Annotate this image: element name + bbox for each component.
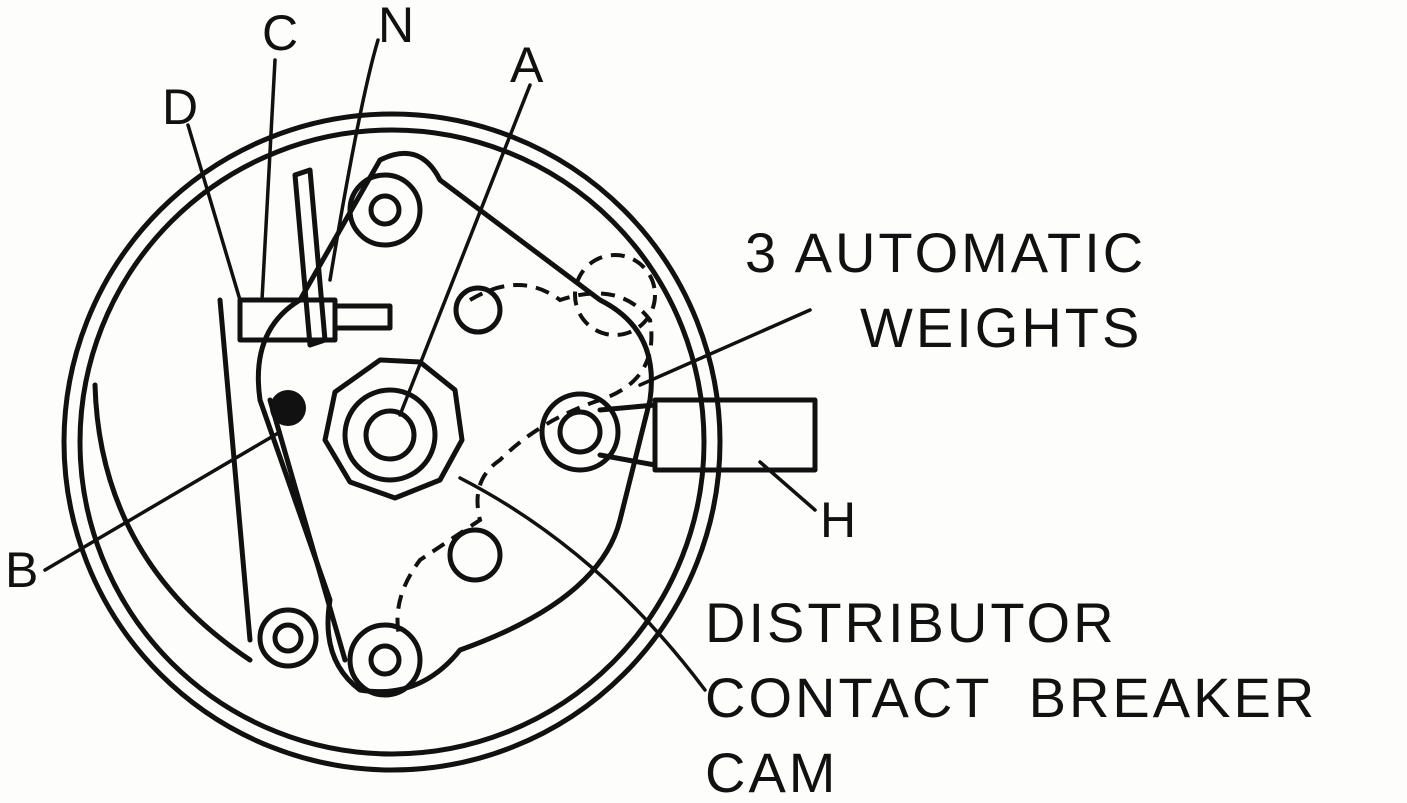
screws	[257, 172, 621, 698]
label-a: A	[510, 37, 547, 93]
label-n: N	[378, 0, 418, 53]
leader-lines	[43, 38, 817, 692]
label-cam-line3: CAM	[705, 741, 839, 803]
label-c: C	[262, 5, 302, 61]
terminal	[597, 397, 818, 473]
label-weights-line1: 3 AUTOMATIC	[745, 221, 1147, 284]
label-cam-line2: CONTACT BREAKER	[705, 666, 1318, 729]
cam	[322, 357, 465, 501]
label-h: H	[820, 492, 860, 548]
label-cam-line1: DISTRIBUTOR	[705, 591, 1117, 654]
label-weights-line2: WEIGHTS	[860, 296, 1143, 359]
distributor-housing	[61, 111, 723, 773]
contact-arm	[217, 167, 393, 663]
label-b: B	[5, 542, 42, 598]
label-d: D	[162, 79, 202, 135]
